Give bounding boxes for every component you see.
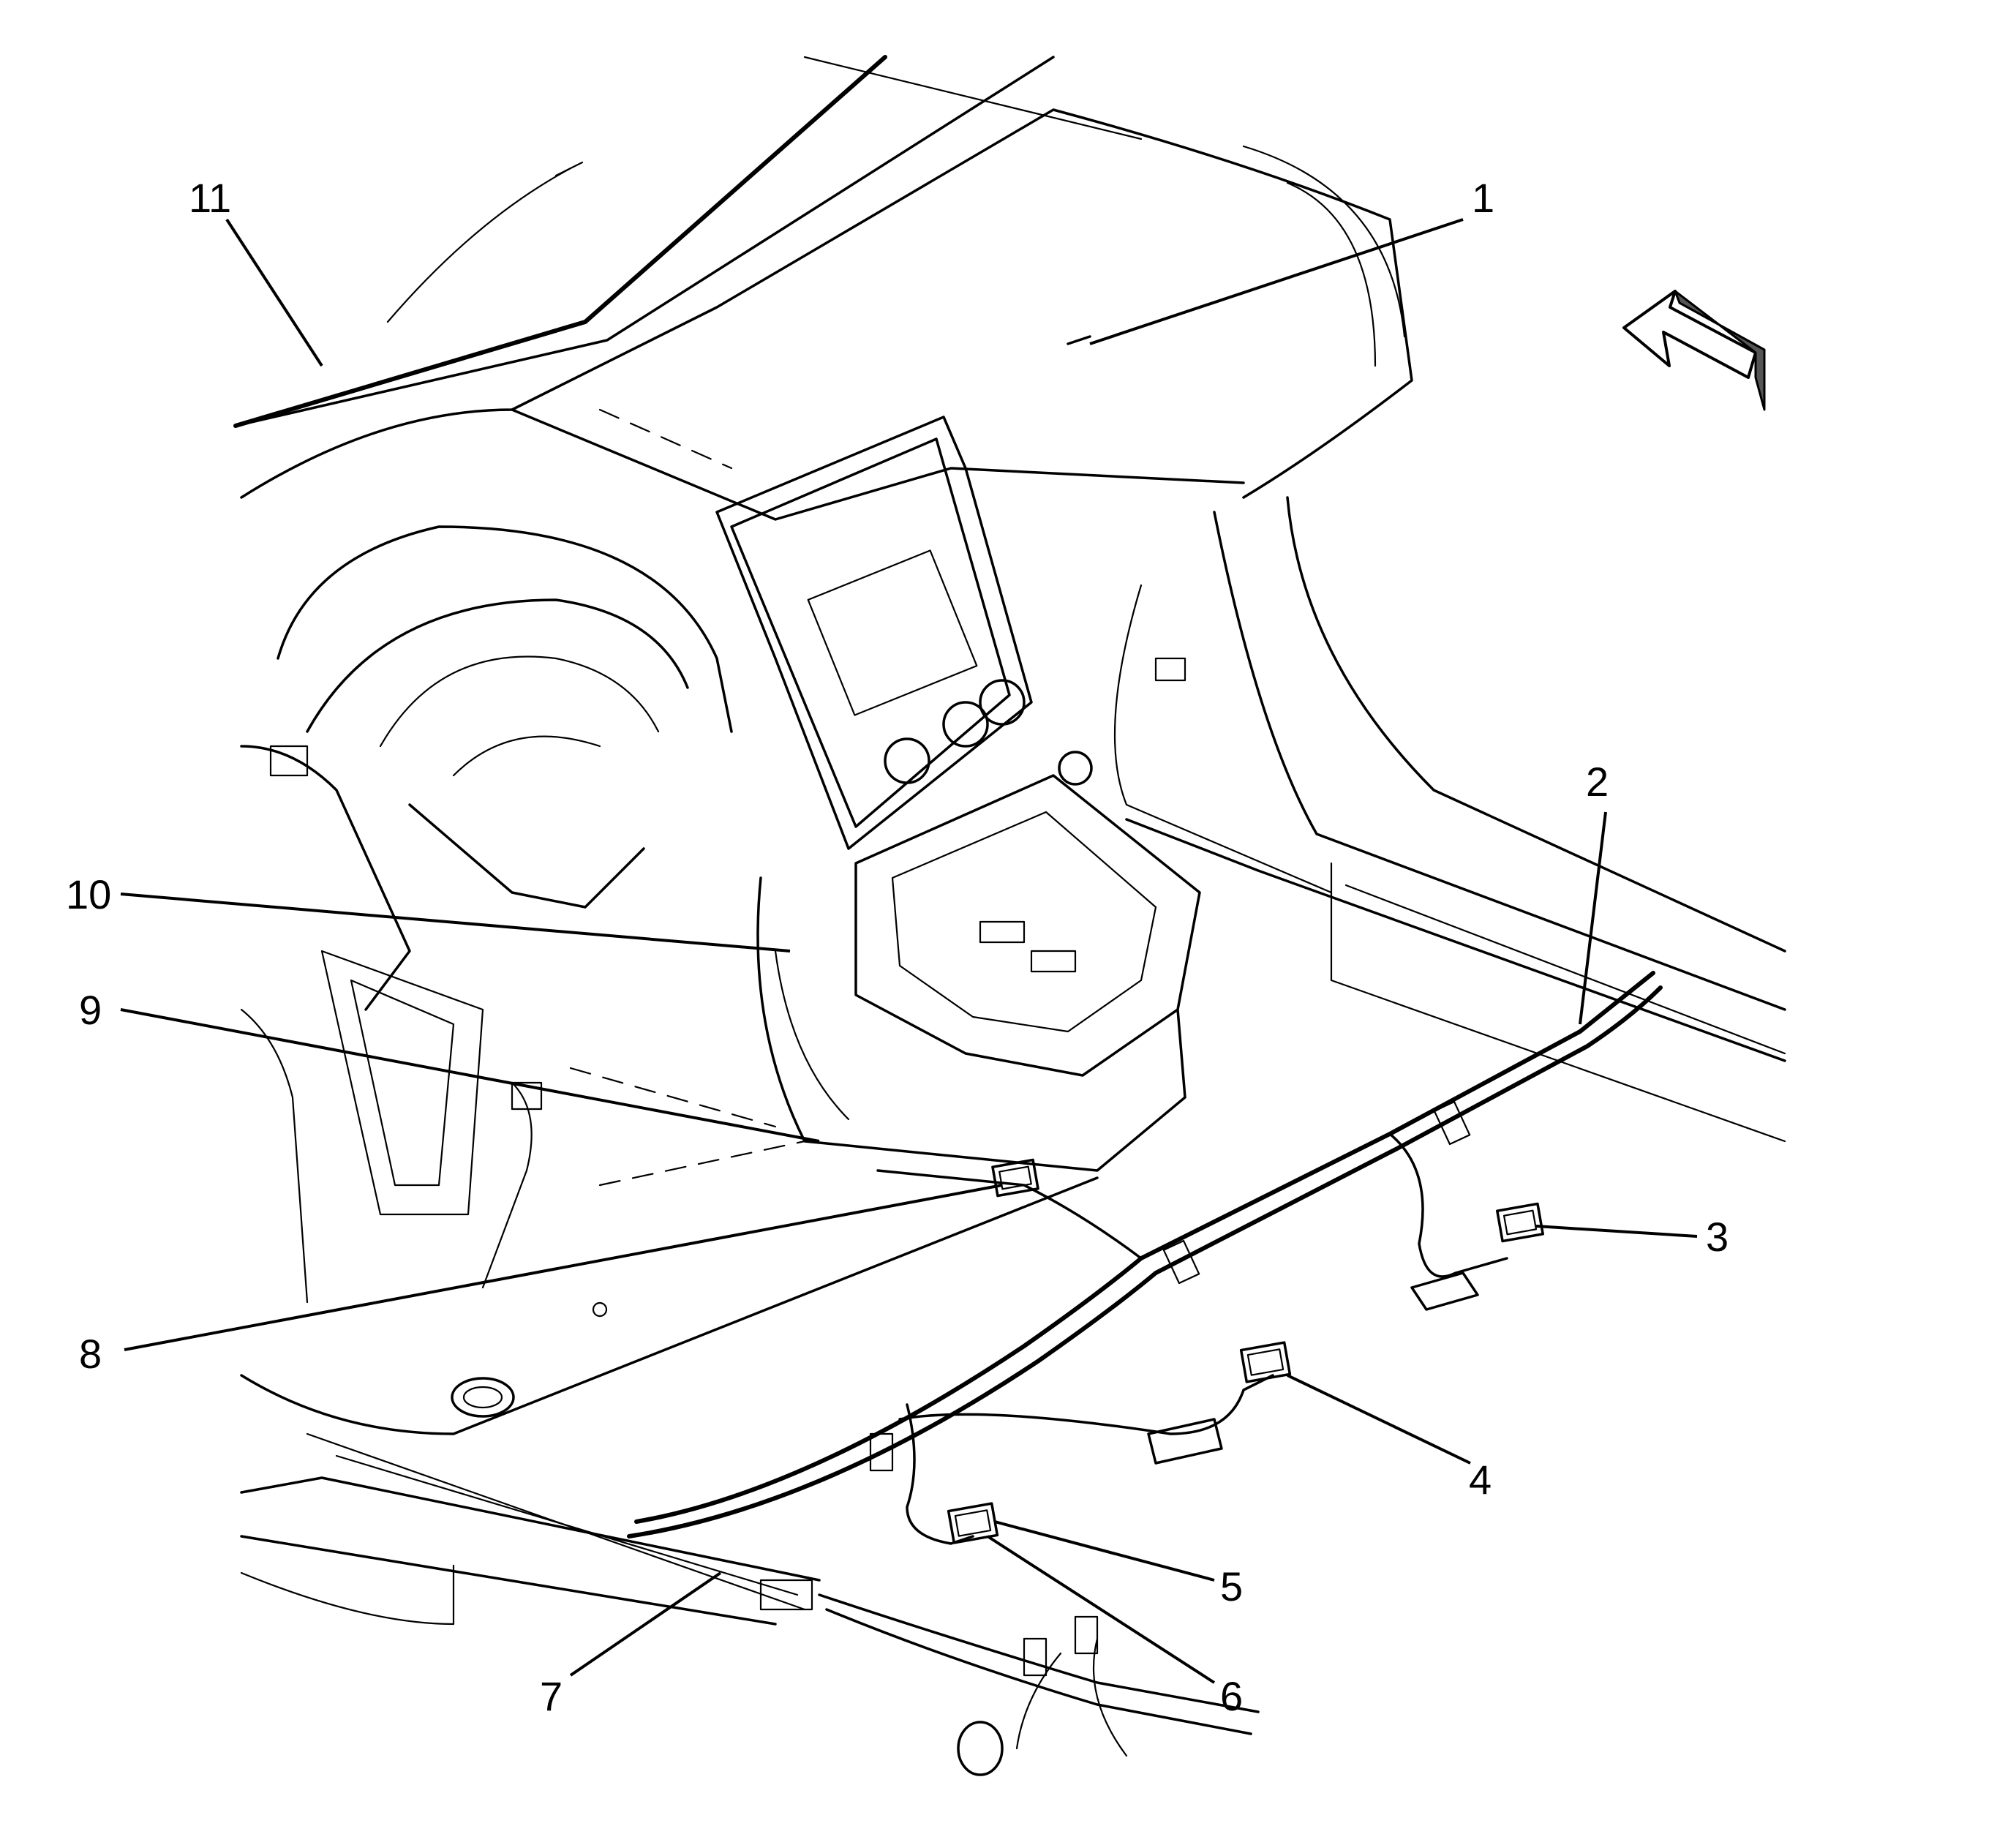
leader-5 [994,1520,1215,1582]
instrument-panel [240,108,1413,909]
connector-3-icon [1410,1202,1544,1311]
left-sill [240,1432,821,1626]
callout-5: 5 [1220,1563,1243,1609]
callout-7: 7 [540,1673,563,1719]
connectors [947,1158,1544,1544]
leader-8 [124,1184,1003,1351]
callout-9: 9 [79,987,102,1033]
callout-4: 4 [1469,1457,1492,1503]
connector-4-icon [1147,1341,1292,1465]
callout-1: 1 [1472,175,1494,221]
windshield-edge [233,55,1143,428]
floor-pan [240,950,1099,1435]
callout-6: 6 [1220,1673,1243,1719]
leader-2 [1579,811,1607,1025]
callout-3: 3 [1706,1214,1729,1260]
leader-lines [120,218,1698,1684]
leader-9 [120,1008,820,1143]
callout-8: 8 [79,1331,102,1377]
connector-8-icon [991,1158,1039,1198]
callout-labels: 1 2 3 4 5 6 7 8 9 10 11 [66,175,1729,1719]
leader-10 [120,893,791,953]
right-door-opening [1113,496,1786,1143]
leader-4 [1287,1374,1471,1465]
connector-5-icon [947,1502,999,1544]
body-wiring-harness [627,971,1663,1776]
callout-2: 2 [1586,759,1609,805]
leader-1 [1089,218,1464,345]
callout-11: 11 [189,175,231,221]
leader-11 [225,218,323,367]
leader-3 [1535,1225,1698,1238]
front-direction-arrow-icon [1622,290,1766,411]
callout-10: 10 [66,871,111,917]
left-side-trim [240,745,543,1304]
center-console [715,416,1201,1172]
leader-7 [569,1571,722,1677]
leader-6 [986,1535,1216,1684]
